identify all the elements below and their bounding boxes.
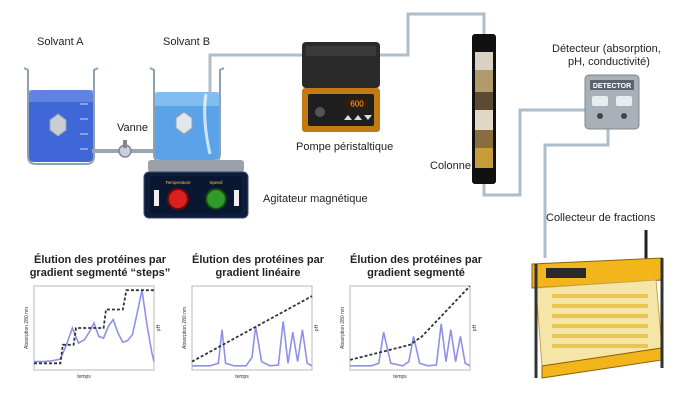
label-collector: Collecteur de fractions: [546, 212, 656, 224]
chart-y2label: pH: [472, 324, 478, 331]
beaker-solvent-b: [149, 67, 225, 163]
label-stirrer: Agitateur magnétique: [263, 193, 368, 205]
chart-xlabel: temps: [77, 374, 91, 380]
temperature-knob[interactable]: [167, 188, 189, 210]
speed-knob[interactable]: [205, 188, 227, 210]
chart1-title-line2: gradient segmenté “steps”: [29, 267, 171, 279]
chart-ylabel: Absorption 280 nm: [24, 307, 30, 349]
chart-steps-gradient: Absorption 280 nm pH temps: [24, 285, 162, 380]
chart-ylabel: Absorption 280 nm: [182, 307, 188, 349]
ph-gradient-line: [34, 289, 154, 365]
chart3-title-line1: Élution des protéines par: [349, 254, 483, 266]
valve[interactable]: [92, 138, 158, 164]
chromatography-column: [472, 34, 496, 184]
fraction-collector: [531, 230, 664, 379]
label-column: Colonne: [430, 160, 471, 172]
chart2-title-line2: gradient linéaire: [215, 267, 301, 279]
chart-ylabel: Absorption 280 nm: [340, 307, 346, 349]
chart-xlabel: temps: [393, 374, 407, 380]
detector: DETECTOR: [584, 74, 640, 130]
label-valve: Vanne: [117, 122, 148, 134]
power-switch[interactable]: [154, 190, 159, 206]
ph-gradient-line: [349, 285, 471, 361]
peristaltic-pump: 600: [302, 42, 380, 132]
absorbance-curve: [192, 321, 313, 367]
absorbance-curve: [350, 323, 471, 367]
chart2-title-line1: Élution des protéines par: [191, 254, 325, 266]
beaker-solvent-a: [23, 67, 99, 165]
chart-y2label: pH: [156, 324, 162, 331]
label-pump: Pompe péristaltique: [296, 141, 394, 153]
label-solvent-a: Solvant A: [37, 36, 84, 48]
stirrer-temperature-label: Temperature: [165, 180, 191, 185]
chart-segmented-gradient: Absorption 280 nm pH temps: [340, 285, 478, 380]
label-detector-line2: pH, conductivité): [568, 56, 650, 68]
chart3-title-line2: gradient segmenté: [367, 267, 465, 279]
chart-y2label: pH: [314, 324, 320, 331]
chart-xlabel: temps: [235, 374, 249, 380]
ph-gradient-line: [191, 295, 313, 363]
stirrer-speed-label: Speed: [209, 180, 223, 185]
magnetic-stirrer: Temperature Speed: [143, 160, 249, 219]
label-detector-line1: Détecteur (absorption,: [552, 43, 661, 55]
tube-detector-to-collector: [543, 125, 610, 258]
label-solvent-b: Solvant B: [163, 36, 211, 48]
pump-knob[interactable]: [315, 107, 325, 117]
tube-pump-to-column: [380, 12, 486, 57]
tube-column-to-detector: [482, 108, 585, 197]
chart1-title-line1: Élution des protéines par: [33, 254, 167, 266]
pump-display: 600: [350, 100, 364, 109]
heat-switch[interactable]: [234, 190, 239, 206]
absorbance-curve: [34, 290, 155, 363]
detector-device-label: DETECTOR: [593, 83, 631, 90]
chart-linear-gradient: Absorption 280 nm pH temps: [182, 285, 320, 380]
